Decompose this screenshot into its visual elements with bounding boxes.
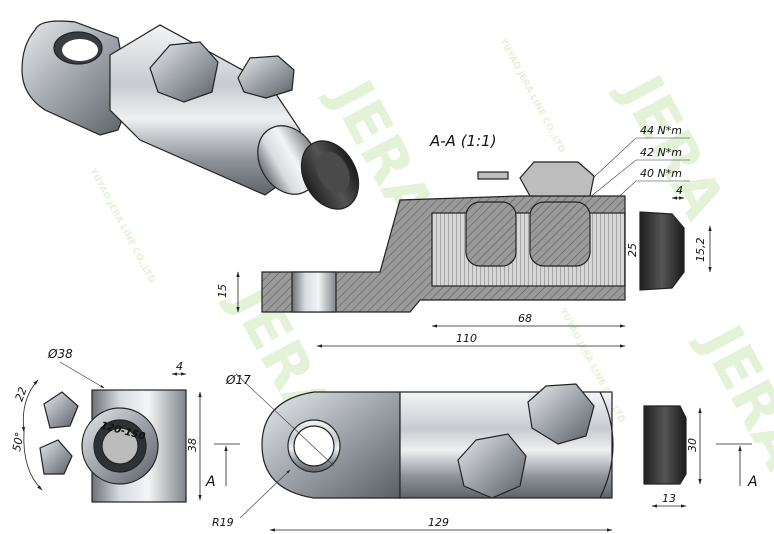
section-title: A-A (1:1) [429, 132, 497, 150]
cut-label-left: A [205, 474, 216, 490]
dim-68: 68 [518, 312, 532, 325]
dim-129: 129 [428, 516, 449, 529]
dim-15-2: 15,2 [694, 238, 707, 263]
torque-label-1: 44 N*m [640, 124, 682, 137]
dim-side-38: 38 [186, 438, 199, 452]
dim-50: 50° [10, 431, 26, 452]
dim-arc-50 [23, 431, 43, 491]
leader-d38 [59, 361, 105, 389]
watermark-company: YUYAO JERA LINE CO.,LTD [87, 166, 157, 285]
top-view-bolt-2 [457, 433, 527, 499]
watermark-company-2: YUYAO JERA LINE CO.,LTD [497, 36, 567, 155]
dim-25: 25 [626, 243, 639, 257]
end-view-bolt-1 [43, 391, 79, 429]
end-view: 120-150 Ø38 4 38 22 50° A [10, 347, 240, 503]
dim-side-4: 4 [176, 360, 183, 373]
cut-label-right: A [747, 474, 758, 490]
iso-bolt-head-1 [149, 41, 219, 103]
section-bolt-head [519, 161, 595, 197]
section-bolt-2 [529, 201, 591, 267]
dim-22: 22 [13, 385, 30, 403]
leader-d17 [235, 373, 335, 467]
iso-lug-tongue [21, 20, 131, 136]
dim-d38: Ø38 [47, 347, 73, 361]
end-view-conductor [101, 427, 139, 465]
end-view-bolt-2 [39, 439, 73, 475]
dim-plug-13: 13 [662, 492, 676, 505]
iso-lug-hole-inner [62, 39, 98, 61]
torque-label-2: 42 N*m [640, 146, 682, 159]
dim-15: 15 [216, 284, 229, 298]
section-end-cap [639, 211, 685, 291]
dim-arc-22 [21, 379, 39, 433]
top-view-barrel-end [599, 391, 614, 499]
leader-r19 [239, 469, 291, 519]
iso-rubber-plug-inner [316, 151, 350, 193]
dim-r19: R19 [212, 516, 234, 529]
isometric-view [21, 20, 360, 210]
top-view-bolt-1 [527, 383, 595, 445]
torque-leader-1 [577, 137, 690, 193]
torque-label-3: 40 N*m [640, 167, 682, 180]
top-view: Ø17 R19 129 30 13 A [212, 373, 758, 532]
side-plug [643, 405, 687, 485]
iso-bolt-head-2 [237, 55, 295, 99]
section-washer [477, 171, 509, 180]
section-bolt-1 [465, 201, 517, 267]
section-bore [431, 212, 626, 287]
dim-plug-30: 30 [686, 438, 699, 452]
torque-leader-2 [573, 159, 690, 211]
dim-d17: Ø17 [225, 373, 251, 387]
dim-cap-4: 4 [676, 184, 683, 197]
top-view-hole [293, 425, 335, 467]
dim-110: 110 [456, 332, 477, 345]
section-view: A-A (1:1) 44 N*m 42 N*m 40 N*m 15 68 110… [216, 124, 712, 348]
section-lug-hole [291, 271, 337, 313]
watermark-brand-4: JERA [686, 311, 774, 480]
